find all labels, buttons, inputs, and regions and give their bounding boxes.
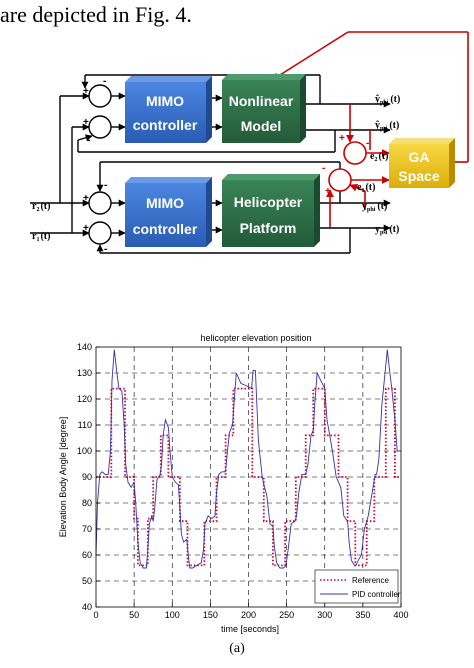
x-tick-label: 350 <box>355 610 370 620</box>
sign-minus: - <box>366 138 369 149</box>
y-tick-label: 100 <box>77 446 92 456</box>
sign-minus: - <box>87 135 90 146</box>
legend-box <box>314 569 399 604</box>
x-tick-label: 100 <box>165 610 180 620</box>
label-e2: e2(t) <box>370 151 388 163</box>
label-r2: r2(t) <box>32 201 50 213</box>
mimo-controller-bottom-block: MIMO controller <box>125 177 212 247</box>
series-line-pid-controller <box>95 349 401 569</box>
sign-plus: + <box>83 117 89 128</box>
sign-minus: - <box>104 180 107 191</box>
y-axis-label: Elevation Body Angle [degree] <box>58 417 68 538</box>
x-tick-label: 250 <box>279 610 294 620</box>
mimo-bottom-label-line1: MIMO <box>146 195 184 211</box>
control-block-diagram: MIMO controller Nonlinear Model MIMO con… <box>30 31 469 255</box>
sign-plus: + <box>325 186 331 197</box>
legend-label-reference: Reference <box>352 576 389 585</box>
nonlinear-model-block: Nonlinear Model <box>222 74 306 143</box>
y-tick-label: 40 <box>82 602 92 612</box>
mimo-controller-top-block: MIMO controller <box>125 76 212 143</box>
y-tick-label: 70 <box>82 524 92 534</box>
ga-space-block: GA Space <box>389 138 455 188</box>
label-y-phi-hat: ŷphi(t) <box>375 94 400 106</box>
helicopter-platform-block: Helicopter Platform <box>222 174 320 247</box>
x-tick-label: 150 <box>203 610 218 620</box>
label-y-phi: yphi(t) <box>362 201 387 213</box>
model-label-line1: Nonlinear <box>229 93 294 109</box>
sign-plus: + <box>83 86 89 97</box>
platform-label-line2: Platform <box>240 220 297 236</box>
y-tick-label: 60 <box>82 550 92 560</box>
chart-series <box>95 349 401 569</box>
x-tick-label: 0 <box>93 610 98 620</box>
y-tick-label: 140 <box>77 342 92 352</box>
junction-signs: + - + - + - + - + - - + <box>83 76 369 255</box>
y-tick-label: 110 <box>78 420 92 430</box>
sign-plus: + <box>83 223 89 234</box>
platform-label-line1: Helicopter <box>234 194 303 210</box>
label-y-psi-hat: ŷpsi(t) <box>375 120 399 132</box>
label-y-psi: ypsi(t) <box>375 224 399 236</box>
y-tick-label: 130 <box>77 368 92 378</box>
y-tick-label: 80 <box>82 498 92 508</box>
x-axis-label: time [seconds] <box>221 624 279 634</box>
x-tick-label: 200 <box>241 610 256 620</box>
y-tick-label: 50 <box>82 576 92 586</box>
figure-caption: (a) <box>229 641 245 656</box>
elevation-chart: helicopter elevation position 0 50 100 150 2… <box>58 333 409 634</box>
ga-tuning-wires <box>271 31 469 228</box>
legend-label-pid: PID controller <box>352 590 401 599</box>
sign-minus: - <box>322 163 325 174</box>
ga-label-line2: Space <box>398 168 439 184</box>
chart-ticks: 0 50 100 150 200 250 300 350 400 40 50 60 70 80 90 100 1… <box>77 342 409 620</box>
label-e1: e1(t) <box>357 182 375 194</box>
signal-wires <box>30 74 391 254</box>
y-tick-label: 90 <box>82 472 92 482</box>
sign-minus: - <box>103 76 106 87</box>
mimo-top-label-line2: controller <box>133 117 198 133</box>
label-r1: r1(t) <box>32 231 50 243</box>
intro-text: are depicted in Fig. 4. <box>0 2 192 27</box>
mimo-bottom-label-line2: controller <box>133 221 198 237</box>
chart-grid <box>96 347 401 607</box>
x-tick-label: 400 <box>393 610 408 620</box>
chart-legend: Reference PID controller <box>314 569 401 604</box>
ga-label-line1: GA <box>409 149 430 165</box>
x-tick-label: 50 <box>129 610 139 620</box>
y-tick-label: 120 <box>77 394 92 404</box>
mimo-top-label-line1: MIMO <box>146 93 184 109</box>
x-tick-label: 300 <box>317 610 332 620</box>
chart-title: helicopter elevation position <box>200 333 311 343</box>
sign-minus: - <box>104 244 107 255</box>
model-label-line2: Model <box>241 118 281 134</box>
sign-plus: + <box>339 133 345 144</box>
sign-plus: + <box>83 193 89 204</box>
